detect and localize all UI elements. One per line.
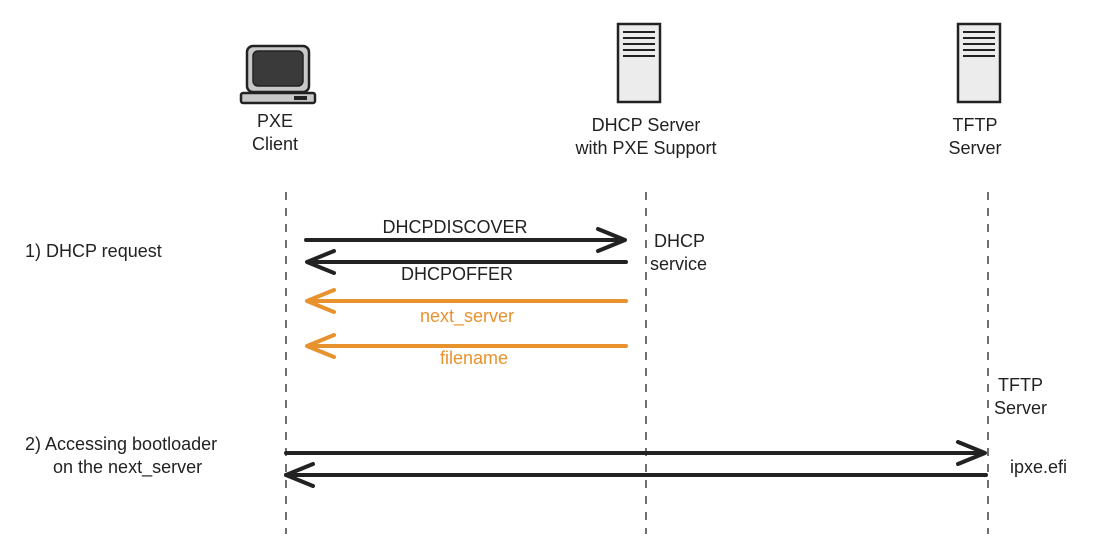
- server-icon: [956, 22, 1002, 104]
- step-2-line1: 2) Accessing bootloader: [25, 434, 218, 454]
- arrow-tftp-request: [284, 440, 987, 466]
- arrow-ipxe-efi: [284, 462, 988, 488]
- participant-client-line2: Client: [251, 134, 299, 154]
- participant-client-line1: PXE: [256, 111, 294, 131]
- annotation-tftp-server-line1: TFTP: [998, 375, 1043, 395]
- computer-icon: [239, 44, 317, 105]
- message-ipxe-efi: ipxe.efi: [1010, 457, 1068, 477]
- server-icon: [616, 22, 662, 104]
- annotation-dhcp-service-line1: DHCP: [654, 231, 706, 251]
- participant-dhcp-line2: with PXE Support: [575, 138, 717, 158]
- participant-dhcp-line1: DHCP Server: [591, 115, 701, 135]
- step-2-label: 2) Accessing bootloader on the next_serv…: [25, 433, 217, 479]
- message-dhcpoffer: DHCPOFFER: [401, 264, 513, 284]
- participant-client-label: PXE Client: [252, 110, 298, 156]
- annotation-dhcp-service: DHCP service: [650, 230, 707, 276]
- participant-tftp-label: TFTP Server: [948, 114, 1001, 160]
- annotation-dhcp-service-line2: service: [650, 254, 708, 274]
- arrow-next-server: [305, 288, 628, 314]
- arrow-filename: [305, 333, 628, 359]
- participant-dhcp-label: DHCP Server with PXE Support: [575, 114, 716, 160]
- participant-tftp-line2: Server: [948, 138, 1002, 158]
- message-dhcpdiscover: DHCPDISCOVER: [382, 217, 528, 237]
- step-1-label: 1) DHCP request: [25, 241, 162, 261]
- message-filename: filename: [439, 348, 509, 368]
- step-2-line2: on the next_server: [53, 457, 203, 477]
- participant-tftp-line1: TFTP: [952, 115, 998, 135]
- annotation-tftp-server: TFTP Server: [994, 374, 1047, 420]
- annotation-tftp-server-line2: Server: [994, 398, 1048, 418]
- message-next-server: next_server: [419, 306, 515, 326]
- arrow-dhcpdiscover: [304, 227, 627, 253]
- arrow-dhcpoffer: [305, 249, 628, 275]
